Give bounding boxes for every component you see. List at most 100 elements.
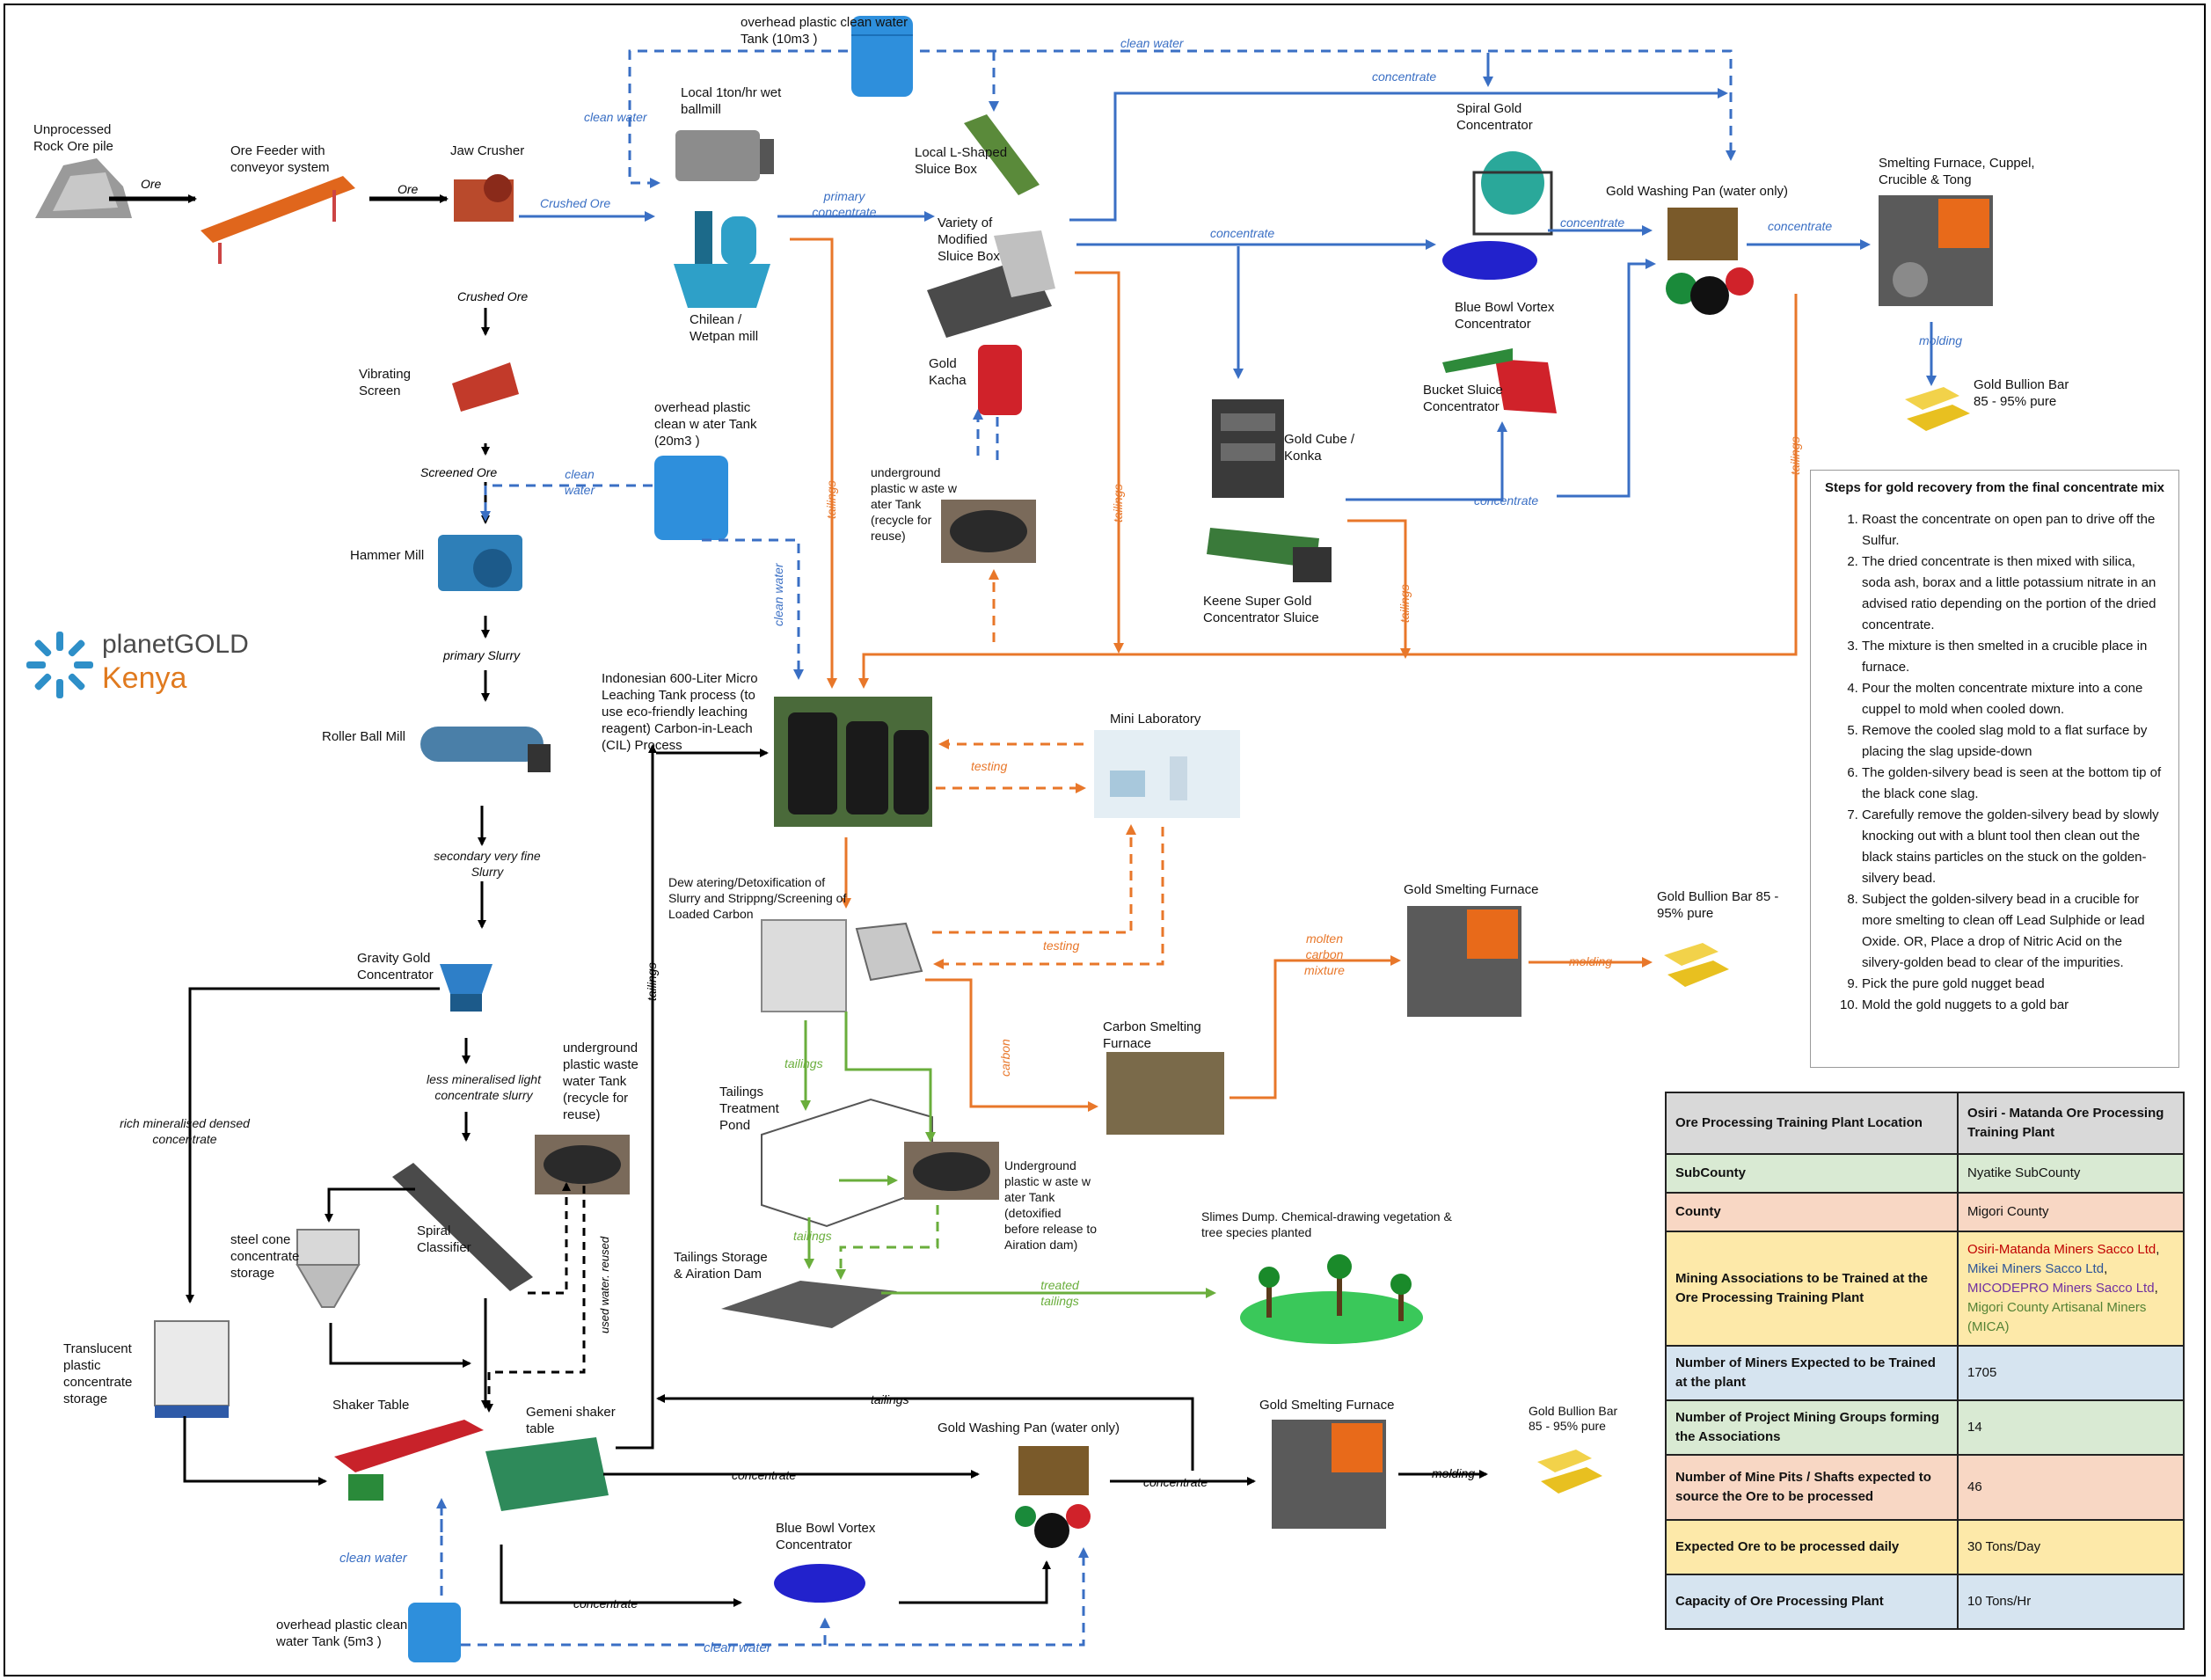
node-label-tailings-pond: Tailings Treatment Pond bbox=[719, 1085, 779, 1133]
flow-label-concentrate-gemeni: concentrate bbox=[732, 1468, 796, 1482]
black-flow-arrows bbox=[109, 194, 1488, 1607]
node-label-bullion3: Gold Bullion Bar 85 - 95% pure bbox=[1529, 1404, 1618, 1433]
association-name: Migori County Artisanal Miners (MICA) bbox=[1967, 1300, 2147, 1334]
blue-bowl2-image bbox=[774, 1564, 865, 1603]
node-label-vibrating-screen: Vibrating Screen bbox=[359, 367, 411, 398]
node-label-tank-10m3: overhead plastic clean water Tank (10m3 … bbox=[741, 15, 908, 47]
smelting-furnace3-image bbox=[1272, 1420, 1386, 1529]
flow-label-clean-water-left: clean water bbox=[584, 110, 648, 124]
gravity-concentrator-image bbox=[440, 964, 493, 1012]
node-label-dewatering: Dew atering/Detoxification of Slurry and… bbox=[668, 875, 847, 921]
flow-label-concentrate-mid: concentrate bbox=[1210, 226, 1274, 240]
node-label-spiral-classifier: Spiral Classifier bbox=[417, 1223, 471, 1255]
flow-label-concentrate-gwp2: concentrate bbox=[1143, 1475, 1208, 1489]
flow-label-ore2: Ore bbox=[398, 182, 419, 196]
flow-label-clean-water-mid: clean water bbox=[564, 467, 595, 497]
spiral-concentrator-image bbox=[1472, 151, 1553, 236]
steps-list: Roast the concentrate on open pan to dri… bbox=[1825, 509, 2164, 1016]
step-item: Subject the golden-silvery bead in a cru… bbox=[1862, 889, 2164, 974]
association-separator: , bbox=[2156, 1242, 2160, 1257]
steps-title: Steps for gold recovery from the final c… bbox=[1825, 480, 2164, 495]
info-table-key: Expected Ore to be processed daily bbox=[1665, 1519, 1959, 1575]
node-label-blue-bowl2: Blue Bowl Vortex Concentrator bbox=[776, 1521, 876, 1552]
info-table-value: 14 bbox=[1957, 1399, 2185, 1456]
roller-ball-mill-image bbox=[420, 727, 551, 772]
gemeni-table-image bbox=[485, 1437, 609, 1511]
node-label-gold-washing-pan2: Gold Washing Pan (water only) bbox=[938, 1421, 1120, 1435]
step-item: The golden-silvery bead is seen at the b… bbox=[1862, 763, 2164, 805]
orange-flow-arrows bbox=[790, 237, 1798, 1112]
carbon-furnace-image bbox=[1106, 1052, 1224, 1135]
flow-label-molding1: molding bbox=[1919, 333, 1962, 347]
node-label-gold-kacha: Gold Kacha bbox=[929, 356, 967, 388]
rock-pile-image bbox=[35, 158, 132, 218]
info-table-key: Capacity of Ore Processing Plant bbox=[1665, 1574, 1959, 1630]
node-label-underground-tank1: underground plastic w aste w ater Tank (… bbox=[871, 465, 958, 543]
association-name: Osiri-Matanda Miners Sacco Ltd bbox=[1967, 1242, 2156, 1257]
node-label-smelting-furnace1: Smelting Furnace, Cuppel, Crucible & Ton… bbox=[1879, 156, 2035, 187]
ore-feeder-image bbox=[201, 176, 355, 264]
node-label-underground-tank3: Underground plastic w aste w ater Tank (… bbox=[1004, 1158, 1098, 1252]
info-table-key: SubCounty bbox=[1665, 1153, 1959, 1194]
node-label-mini-lab: Mini Laboratory bbox=[1110, 712, 1201, 727]
flow-label-tailings2: tailings bbox=[1111, 484, 1125, 522]
info-table-key: Number of Project Mining Groups forming … bbox=[1665, 1399, 1959, 1456]
blue-bowl1-image bbox=[1442, 241, 1537, 280]
flow-label-tailings4: tailings bbox=[1788, 436, 1802, 475]
vibrating-screen-image bbox=[452, 362, 519, 412]
node-label-translucent-storage: Translucent plastic concentrate storage bbox=[63, 1341, 133, 1406]
gold-cube-image bbox=[1212, 399, 1284, 498]
flow-label-concentrate-smelt: concentrate bbox=[1768, 219, 1832, 233]
flow-label-concentrate-gwp: concentrate bbox=[1560, 215, 1624, 230]
info-table-value: Osiri-Matanda Miners Sacco Ltd,Mikei Min… bbox=[1957, 1231, 2185, 1347]
info-table-key: Number of Mine Pits / Shafts expected to… bbox=[1665, 1454, 1959, 1521]
blue-flow-arrows bbox=[519, 88, 1937, 501]
shaker-table-image bbox=[334, 1420, 484, 1501]
node-label-tank-5m3: overhead plastic clean water Tank (5m3 ) bbox=[276, 1618, 408, 1649]
tank-5m3-image bbox=[408, 1603, 461, 1662]
info-table-value: Migori County bbox=[1957, 1192, 2185, 1232]
flow-label-tailings-bottom: tailings bbox=[871, 1392, 909, 1406]
association-separator: , bbox=[2154, 1281, 2158, 1296]
green-dashed-arrows bbox=[836, 1205, 939, 1280]
sunburst-logo-icon bbox=[26, 632, 93, 698]
node-label-gold-cube: Gold Cube / Konka bbox=[1284, 432, 1355, 464]
flow-label-crushed-ore2: Crushed Ore bbox=[457, 289, 528, 303]
flow-label-primary-concentrate: primary concentrate bbox=[812, 189, 877, 219]
step-item: Remove the cooled slag mold to a flat su… bbox=[1862, 720, 2164, 763]
info-table-value: 30 Tons/Day bbox=[1957, 1519, 2185, 1575]
node-label-leaching-tank: Indonesian 600-Liter Micro Leaching Tank… bbox=[602, 671, 758, 753]
flow-label-primary-slurry: primary Slurry bbox=[442, 648, 521, 662]
bucket-sluice-image bbox=[1442, 348, 1557, 413]
association-separator: , bbox=[2104, 1261, 2108, 1276]
info-table-value: Osiri - Matanda Ore Processing Training … bbox=[1957, 1092, 2185, 1155]
node-label-gemeni-table: Gemeni shaker table bbox=[526, 1405, 616, 1436]
node-label-spiral-concentrator: Spiral Gold Concentrator bbox=[1456, 101, 1533, 133]
tank-10m3-image bbox=[851, 16, 913, 97]
spiral-classifier-image bbox=[392, 1163, 533, 1291]
flow-label-treated-tailings: treated tailings bbox=[1040, 1278, 1079, 1308]
orange-dashed-arrows bbox=[932, 569, 1164, 969]
flow-label-clean-water-top: clean water bbox=[1120, 36, 1185, 50]
info-table-value: 1705 bbox=[1957, 1345, 2185, 1401]
slimes-dump-image bbox=[1240, 1254, 1423, 1344]
info-table-key: County bbox=[1665, 1192, 1959, 1232]
gold-kacha-image bbox=[978, 345, 1022, 415]
info-table-value: 10 Tons/Hr bbox=[1957, 1574, 2185, 1630]
jaw-crusher-image bbox=[454, 174, 514, 222]
node-label-gravity-concentrator: Gravity Gold Concentrator bbox=[357, 951, 434, 982]
mini-lab-image bbox=[1094, 730, 1240, 818]
flow-label-rich-mineralised: rich mineralised densed concentrate bbox=[120, 1116, 250, 1146]
flow-label-testing2: testing bbox=[1043, 939, 1079, 953]
flow-label-concentrate-top: concentrate bbox=[1372, 69, 1436, 84]
chilean-mill-image bbox=[674, 211, 770, 308]
keene-sluice-image bbox=[1207, 528, 1332, 582]
flow-label-clean-water-bottom: clean water bbox=[339, 1551, 408, 1566]
hammer-mill-image bbox=[438, 535, 522, 591]
node-label-chilean-mill: Chilean / Wetpan mill bbox=[690, 312, 759, 344]
bullion2-image bbox=[1664, 943, 1729, 987]
node-label-rock-pile: Unprocessed Rock Ore pile bbox=[33, 122, 113, 154]
flow-label-testing1: testing bbox=[971, 759, 1007, 773]
